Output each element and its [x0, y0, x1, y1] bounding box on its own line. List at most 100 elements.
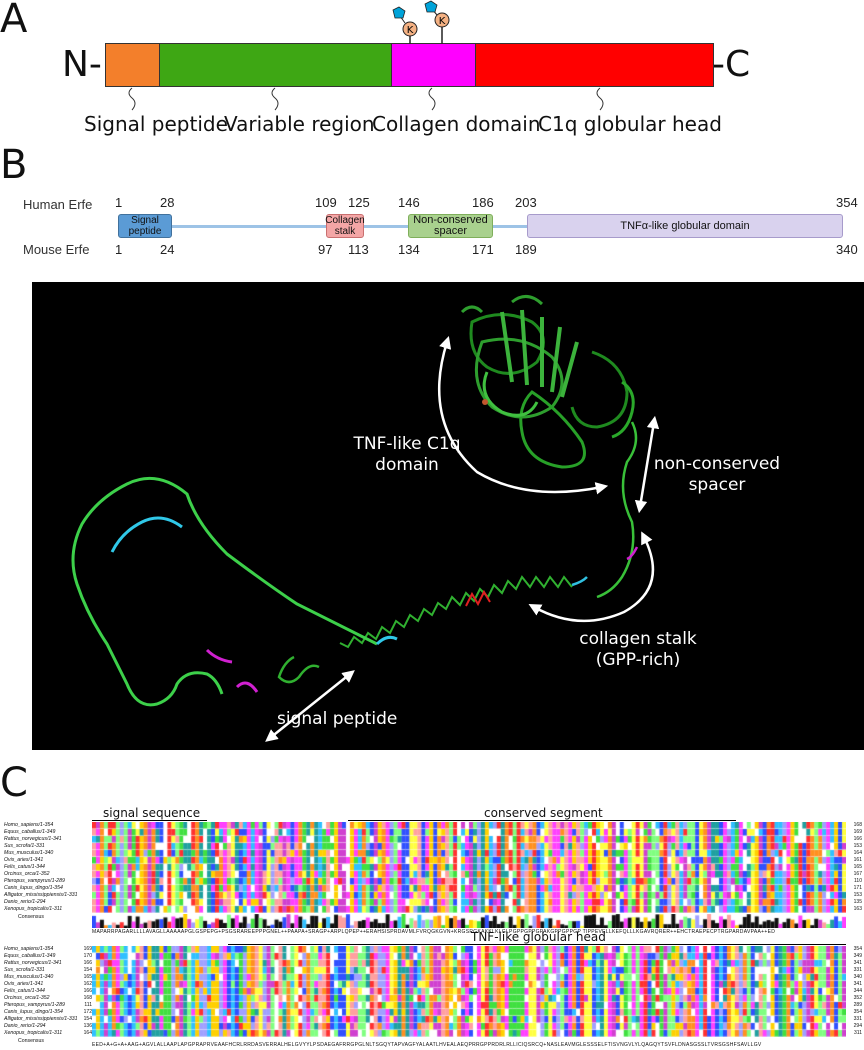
protein-structure-panel: TNF-like C1q domain non-conserved spacer…: [32, 282, 864, 750]
human-num-1: 1: [115, 195, 123, 210]
label-non-conserved-spacer: non-conserved spacer: [653, 454, 781, 495]
row-start-number: 166: [83, 988, 92, 994]
row-end-number: 341: [853, 981, 862, 987]
species-name: Rattus_norvegicus/1-341: [4, 836, 62, 842]
species-name: Canis_lupus_dingo/1-354: [4, 1009, 63, 1015]
row-end-number: 349: [853, 953, 862, 959]
species-name: Danio_rerio/1-294: [4, 899, 46, 905]
species-name: Orcinus_orca/1-352: [4, 871, 50, 877]
row-start-number: 169: [83, 946, 92, 952]
c1q-head-segment: [475, 43, 714, 87]
mouse-num-171: 171: [472, 242, 494, 257]
label-collagen-domain: Collagen domain: [372, 112, 541, 136]
row-end-number: 294: [853, 1023, 862, 1029]
block2-consensus-label: Consensus: [18, 1038, 44, 1044]
row-end-number: 153: [853, 843, 862, 849]
lysine-k-1: K: [407, 25, 414, 36]
human-num-28: 28: [160, 195, 175, 210]
mouse-num-189: 189: [515, 242, 537, 257]
panel-b-letter: B: [0, 142, 28, 188]
row-end-number: 169: [853, 829, 862, 835]
row-end-number: 331: [853, 967, 862, 973]
species-name: Pteropus_vampyrus/1-289: [4, 878, 65, 884]
c-terminus-label: -C: [712, 44, 751, 85]
row-end-number: 153: [853, 892, 862, 898]
label-collagen-stalk: collagen stalk (GPP-rich): [579, 629, 697, 670]
row-start-number: 165: [83, 974, 92, 980]
collagen-domain-segment: [391, 43, 476, 87]
row-end-number: 164: [853, 850, 862, 856]
collagen-chain: [339, 575, 573, 649]
n-terminus-label: N-: [62, 44, 102, 85]
row-end-number: 352: [853, 995, 862, 1001]
box-non-conserved-spacer: Non-conserved spacer: [408, 214, 493, 238]
row-end-number: 340: [853, 974, 862, 980]
block2-consensus-sequence: EED+A+G+A+AAG+AGVLALLAAPLAPGPRAPRVEAAFHC…: [92, 1042, 762, 1048]
mouse-num-134: 134: [398, 242, 420, 257]
label-c1q-head: C1q globular head: [538, 112, 722, 136]
box-tnf-globular-domain: TNFα-like globular domain: [527, 214, 843, 238]
row-start-number: 154: [83, 1016, 92, 1022]
species-name: Mus_musculus/1-340: [4, 850, 54, 856]
row-end-number: 311: [854, 1030, 862, 1036]
block1-alignment-colors: [92, 822, 846, 913]
species-name: Felis_catus/1-344: [4, 864, 45, 870]
species-name: Rattus_norvegicus/1-341: [4, 960, 62, 966]
block1-consensus-label: Consensus: [18, 914, 44, 920]
row-start-number: 136: [83, 1023, 92, 1029]
species-name: Xenopus_tropicalis/1-311: [4, 1030, 63, 1036]
species-name: Mus_musculus/1-340: [4, 974, 54, 980]
mouse-num-97: 97: [318, 242, 333, 257]
human-num-354: 354: [836, 195, 858, 210]
structure-render: [71, 295, 660, 742]
species-name: Ovis_aries/1-341: [4, 981, 44, 987]
glycan-marker-1: K: [392, 6, 418, 44]
row-start-number: 166: [83, 960, 92, 966]
row-end-number: 135: [853, 899, 862, 905]
mouse-erfe-label: Mouse Erfe: [23, 242, 90, 257]
row-end-number: 168: [853, 822, 862, 828]
species-name: Homo_sapiens/1-354: [4, 946, 54, 952]
human-erfe-label: Human Erfe: [23, 197, 93, 212]
human-num-203: 203: [515, 195, 537, 210]
row-end-number: 165: [853, 864, 862, 870]
species-name: Orcinus_orca/1-352: [4, 995, 50, 1001]
species-name: Alligator_mississippiensis/1-331: [4, 892, 78, 898]
species-name: Equus_caballus/1-349: [4, 953, 56, 959]
domain-label-connectors: [128, 87, 604, 111]
human-num-125: 125: [348, 195, 370, 210]
row-end-number: 166: [853, 836, 862, 842]
row-start-number: 164: [83, 1030, 92, 1036]
glycosylation-markers: K K: [392, 0, 450, 44]
signal-peptide-segment: [105, 43, 160, 87]
row-start-number: 162: [83, 981, 92, 987]
tnf-head-title: TNF-like globular head: [471, 930, 606, 944]
mouse-num-1: 1: [115, 242, 123, 257]
panel-c-letter: C: [0, 760, 28, 806]
species-name: Ovis_aries/1-341: [4, 857, 44, 863]
conserved-segment-title: conserved segment: [484, 806, 603, 820]
row-end-number: 341: [853, 960, 862, 966]
mouse-num-113: 113: [348, 242, 369, 257]
row-end-number: 354: [853, 946, 862, 952]
glycan-marker-2: K: [424, 0, 450, 44]
box-signal-peptide: Signal peptide: [118, 214, 172, 238]
species-name: Pteropus_vampyrus/1-289: [4, 1002, 65, 1008]
mouse-num-340: 340: [836, 242, 858, 257]
species-name: Alligator_mississippiensis/1-331: [4, 1016, 78, 1022]
arrow-spacer: [634, 415, 660, 514]
spacer-chain: [596, 421, 638, 599]
conserved-segment-bracket: [348, 820, 736, 821]
arrow-signal: [265, 670, 355, 742]
block2-alignment-colors: [92, 946, 846, 1037]
label-variable-region: Variable region: [224, 112, 375, 136]
variable-region-segment: [159, 43, 392, 87]
row-end-number: 161: [853, 857, 862, 863]
arrow-collagen: [528, 531, 655, 623]
row-start-number: 111: [84, 1002, 92, 1008]
